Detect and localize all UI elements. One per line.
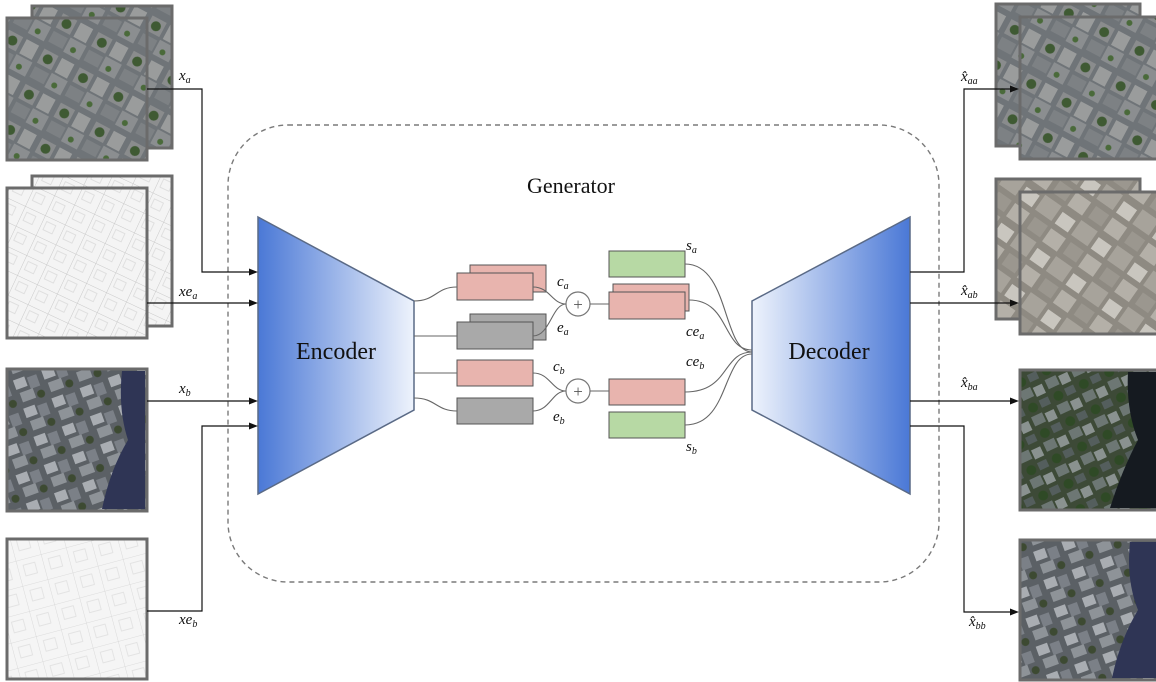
plus-node-b: + [565, 378, 591, 404]
code-box-ea [456, 321, 534, 350]
label-xba: x̂ba [960, 375, 978, 393]
label-ca: ca [557, 274, 569, 292]
generator-label: Generator [527, 173, 616, 198]
input-image-xa [5, 4, 174, 162]
plus-node-a: + [565, 291, 591, 317]
label-eb: eb [553, 409, 565, 427]
output-image-xbb [1018, 538, 1156, 682]
label-sa: sa [686, 238, 697, 256]
decoder-block [751, 215, 911, 496]
svg-text:+: + [573, 295, 583, 314]
label-xaa: x̂aa [960, 69, 978, 87]
label-sb: sb [686, 439, 697, 457]
label-xeb: xeb [178, 612, 197, 630]
input-image-xb [5, 367, 149, 513]
output-connectors [910, 88, 1011, 613]
input-connectors [147, 88, 250, 612]
label-xbb: x̂bb [968, 614, 986, 632]
svg-text:+: + [573, 382, 583, 401]
encoder-label: Encoder [296, 339, 376, 365]
code-box-ca [456, 272, 534, 301]
code-box-sb [608, 411, 686, 439]
code-box-ceb [608, 378, 686, 406]
code-box-sa [608, 250, 686, 278]
output-image-xab [994, 177, 1156, 336]
input-image-xeb [5, 537, 149, 681]
label-cb: cb [553, 359, 565, 377]
output-image-xba [1018, 368, 1156, 512]
label-xa: xa [178, 68, 191, 86]
label-cea: cea [686, 324, 704, 342]
code-box-cb [456, 359, 534, 387]
latent-boxes [456, 250, 690, 439]
output-arrowheads [1010, 85, 1019, 616]
input-image-xea [5, 174, 174, 340]
label-xb: xb [178, 381, 191, 399]
label-xab: x̂ab [960, 283, 978, 301]
code-box-eb [456, 397, 534, 425]
encoder-block [257, 215, 415, 496]
input-arrowheads [249, 268, 258, 430]
label-xea: xea [178, 284, 197, 302]
label-ceb: ceb [686, 354, 704, 372]
code-box-cea [608, 291, 686, 320]
encoder-latent-curves [413, 263, 753, 426]
label-ea: ea [557, 320, 569, 338]
decoder-label: Decoder [788, 339, 869, 365]
output-image-xaa [994, 2, 1156, 161]
